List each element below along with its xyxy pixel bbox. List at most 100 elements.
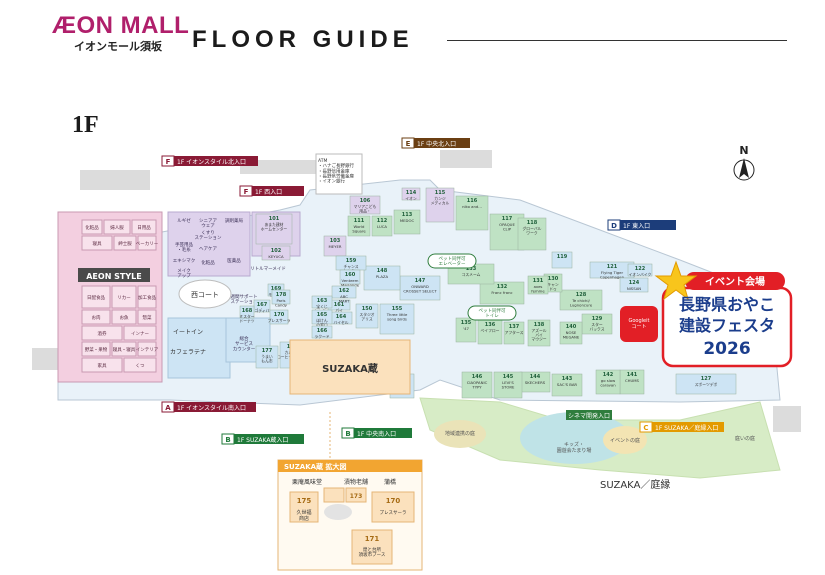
shop-116[interactable] [455, 195, 489, 231]
event-line1: 長野県おやこ [679, 295, 775, 314]
floor-label: 1F [72, 112, 99, 138]
niwaen-label: SUZAKA／庭縁 [600, 478, 670, 491]
shop-137[interactable] [503, 321, 525, 345]
shop-111[interactable] [347, 215, 371, 237]
mall-name: イオンモール須坂 [74, 41, 162, 53]
shop-163[interactable] [311, 295, 333, 309]
entrance-tag[interactable] [174, 402, 256, 412]
aeon-style-section[interactable] [81, 325, 123, 341]
shop-168[interactable] [239, 305, 255, 319]
shop-103[interactable] [323, 235, 347, 257]
entrance-tag[interactable] [174, 156, 258, 166]
entrance-tag[interactable] [620, 220, 676, 230]
shop-135[interactable] [455, 317, 477, 343]
north-arrow-icon [739, 158, 749, 178]
shop-165-number: 165 [317, 312, 328, 318]
entrance-tag[interactable] [652, 422, 724, 432]
cinema-entrance-pill[interactable] [566, 410, 612, 420]
entrance-letter: B [345, 430, 350, 438]
shop-136[interactable] [477, 319, 503, 345]
aeon-style-section[interactable] [81, 309, 111, 325]
inset-shop-179 [323, 487, 345, 503]
aeon-style-section-label: ベーカリー [136, 241, 159, 247]
entrance-tag[interactable] [354, 428, 412, 438]
shop-106[interactable] [349, 195, 381, 215]
entrance-tag[interactable] [252, 186, 304, 196]
aeon-style-section[interactable] [81, 235, 113, 251]
shop-143[interactable] [551, 373, 583, 397]
shop-146[interactable] [461, 371, 493, 399]
event-line2: 建設フェスタ [679, 316, 775, 335]
shop-142[interactable] [595, 369, 621, 395]
aeon-style-section[interactable] [81, 341, 111, 357]
aeon-style-label-bg [78, 268, 150, 282]
shop-178-number: 178 [276, 292, 287, 298]
shop-177[interactable] [255, 345, 279, 369]
shop-118-number: 118 [527, 220, 538, 226]
entrance-name: 1F 中央北入口 [417, 140, 456, 148]
shop-113[interactable] [393, 209, 421, 235]
shop-140[interactable] [559, 321, 583, 345]
event-year: 2026 [703, 339, 750, 359]
shop-127[interactable] [675, 373, 737, 395]
shop-138[interactable] [527, 319, 551, 347]
aeon-style-section[interactable] [81, 285, 111, 309]
shop-141[interactable] [619, 369, 645, 395]
shop-122[interactable] [627, 263, 653, 277]
shop-150-name: スタジオアリス [359, 312, 374, 321]
shop-blocks: ルギゼシニアアウェア調剤薬局くすりステーション手芸用品・毛糸ヘアケアエキシマクメ… [173, 187, 737, 399]
shop-118[interactable] [517, 217, 547, 251]
aeon-style-section[interactable] [81, 219, 103, 235]
aeon-style-section[interactable] [81, 357, 123, 373]
shop-178[interactable] [271, 289, 291, 305]
kids-play-area [520, 412, 630, 464]
shop-166[interactable] [311, 325, 333, 339]
aeon-style-section[interactable] [137, 341, 157, 357]
aeon-style-section[interactable] [123, 357, 157, 373]
shop-150[interactable] [355, 303, 379, 329]
shop-102[interactable] [261, 245, 291, 261]
inset-shop-172-name: 煌と台所須坂市ブース [359, 546, 386, 558]
aeon-style-section[interactable] [113, 235, 137, 251]
shop-124[interactable] [619, 277, 649, 293]
shop-168-name: ミスタードーナツ [239, 314, 254, 323]
aeon-style-section-label: お肉 [92, 314, 101, 321]
shop-101[interactable] [255, 213, 293, 245]
shop-132-number: 132 [497, 284, 508, 290]
shop-128[interactable] [559, 289, 603, 311]
entrance-letter: F [166, 158, 171, 166]
shop-147[interactable] [399, 275, 441, 301]
shop-165[interactable] [311, 309, 333, 325]
aeon-style-section[interactable] [111, 341, 137, 357]
aeon-style-section[interactable] [137, 285, 157, 309]
aeon-style-section[interactable] [137, 235, 157, 251]
shop-114[interactable] [401, 187, 421, 201]
shop-106-number: 106 [360, 198, 371, 204]
aeon-style-section[interactable] [123, 325, 157, 341]
shop-170[interactable] [269, 309, 289, 325]
shop-155[interactable] [379, 303, 415, 335]
atm-list: ATM・ハナご長野銀行・長野信用金庫・長野県労働金庫・イオン銀行 [318, 158, 354, 185]
entrance-tag[interactable] [234, 434, 304, 444]
shop-132[interactable] [479, 281, 525, 305]
aeon-style-section[interactable] [131, 219, 157, 235]
aeon-style-section[interactable] [111, 309, 137, 325]
aeon-mall-logo: ÆON MALL [52, 12, 190, 39]
shop-160[interactable] [339, 269, 361, 285]
entrance-tag[interactable] [414, 138, 470, 148]
aeon-style-section[interactable] [137, 309, 157, 325]
entrance-letter: E [406, 140, 411, 148]
shop-119[interactable] [551, 251, 573, 269]
aeon-style-section[interactable] [111, 285, 137, 309]
inset-shop-173 [345, 487, 367, 503]
shop-162[interactable] [331, 285, 357, 299]
shop-112[interactable] [371, 215, 393, 237]
shop-115[interactable] [425, 187, 455, 223]
shop-148[interactable] [363, 265, 401, 291]
shop-131[interactable] [527, 275, 549, 295]
shop-166-number: 166 [317, 328, 328, 334]
shop-145[interactable] [493, 371, 523, 399]
west-row-item: 調剤薬局 [225, 217, 243, 224]
aeon-style-section[interactable] [103, 219, 131, 235]
